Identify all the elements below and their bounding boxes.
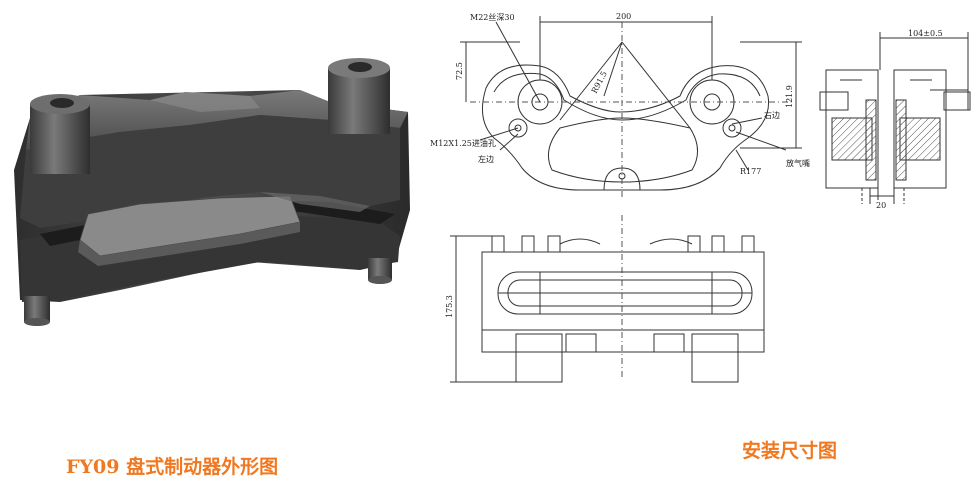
stud-right [368,258,392,280]
label-right-side: 右边 [764,110,780,120]
dim-200: 200 [616,12,631,21]
brake-pad-front [78,222,300,266]
front-view-drawing [450,235,765,383]
top-view-outline [481,64,770,191]
caliper-front-face [20,115,400,228]
dim-20: 20 [876,201,886,210]
caliper-top-face [26,90,408,150]
label-radius-outer: R177 [740,167,761,176]
side-section-drawing [819,32,971,204]
label-oil-inlet: M12X1.25进油孔 [430,138,496,148]
cylinder-boss-right [328,58,390,134]
top-view-drawing [460,16,802,380]
caption-installation-dimensions: 安装尺寸图 [742,440,838,462]
stud-left [24,296,50,322]
label-bleeder: 放气嘴 [786,158,810,168]
caption-external-view: FY09 盘式制动器外形图 [66,456,279,478]
label-left-side: 左边 [478,154,494,164]
top-view-labels: M22丝深30 M12X1.25进油孔 左边 右边 放气嘴 R91.5 R177… [430,12,810,176]
bleeder-right [722,118,742,138]
dim-72-5: 72.5 [455,62,464,80]
caliper-3d-render [14,58,410,326]
top-view-window [547,117,698,183]
cylinder-boss-left [30,94,90,174]
label-thread-depth: M22丝深30 [470,12,515,22]
front-view-outer [481,251,765,353]
caliper-disc-slot [40,200,395,246]
bleeder-left [508,118,528,138]
dim-175-3: 175.3 [445,295,454,318]
dim-121-9: 121.9 [785,85,794,108]
dim-104: 104±0.5 [908,29,943,38]
